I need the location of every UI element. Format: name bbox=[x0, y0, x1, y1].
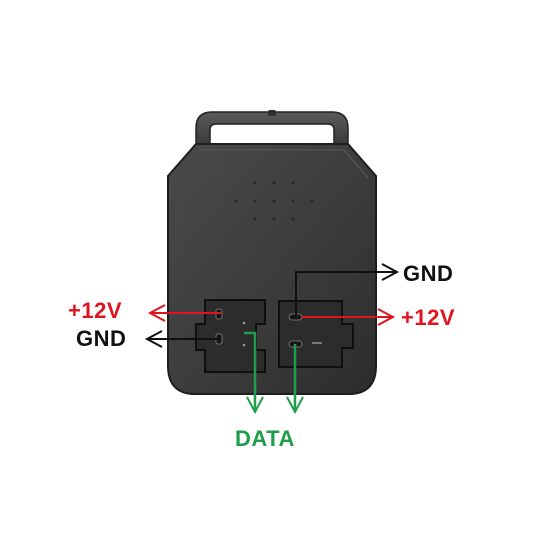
device-handle bbox=[195, 110, 349, 146]
left-power-wire bbox=[147, 304, 221, 322]
data-label: DATA bbox=[235, 426, 295, 451]
left-ground-wire bbox=[144, 330, 221, 348]
vent-dots bbox=[234, 181, 314, 221]
right-connector bbox=[278, 300, 354, 368]
data-wire-left bbox=[244, 331, 264, 415]
right-ground-wire bbox=[295, 263, 400, 316]
right-ground-label: GND bbox=[403, 261, 454, 286]
left-power-label: +12V bbox=[68, 298, 122, 323]
left-ground-label: GND bbox=[76, 326, 127, 351]
right-power-label: +12V bbox=[401, 305, 455, 330]
right-power-wire bbox=[302, 308, 396, 326]
device-body bbox=[167, 143, 377, 395]
data-wire-right bbox=[286, 344, 304, 415]
